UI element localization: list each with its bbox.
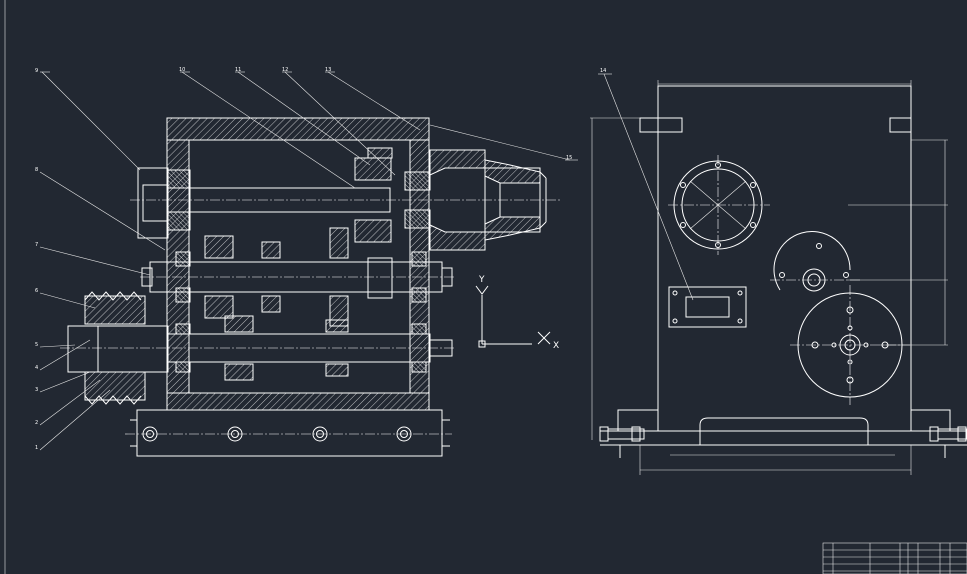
section-view[interactable]: 9 10 11 12 13 8 7 6 5 4 3 2 1 15 [35, 67, 578, 457]
callout-3: 3 [35, 387, 38, 393]
callout-6: 6 [35, 288, 38, 294]
ucs-y-label: Y [478, 275, 485, 285]
callout-4: 4 [35, 365, 38, 371]
input-shaft-pulley [60, 291, 455, 405]
base-bolts [142, 426, 412, 442]
inspection-cover [668, 286, 747, 328]
top-flange [668, 155, 770, 255]
intermediate-shaft [140, 227, 455, 327]
callout-13: 13 [325, 67, 331, 73]
callout-10: 10 [179, 67, 185, 73]
dimension-lines [590, 80, 948, 475]
callout-14-leader: 14 [598, 68, 694, 301]
callout-15: 15 [566, 155, 572, 161]
callout-8: 8 [35, 167, 38, 173]
callout-1: 1 [35, 445, 38, 451]
foot-bolts [599, 426, 967, 442]
spindle-assembly [130, 147, 560, 251]
callout-2: 2 [35, 420, 38, 426]
callout-11: 11 [235, 67, 241, 73]
base-plate [125, 409, 452, 457]
ucs-x-label: X [553, 341, 559, 351]
title-block[interactable] [822, 542, 967, 574]
callout-5: 5 [35, 342, 38, 348]
callout-14: 14 [600, 68, 606, 74]
callout-9: 9 [35, 68, 38, 74]
middle-boss [770, 231, 860, 292]
callout-numbers: 9 10 11 12 13 8 7 6 5 4 3 2 1 15 [35, 67, 572, 451]
end-view[interactable]: 14 [590, 68, 967, 475]
callout-12: 12 [282, 67, 288, 73]
leader-lines [39, 71, 578, 451]
callout-7: 7 [35, 242, 38, 248]
ucs-icon: Y X [475, 275, 559, 351]
bottom-flange [790, 285, 910, 405]
housing-outline [600, 85, 967, 458]
